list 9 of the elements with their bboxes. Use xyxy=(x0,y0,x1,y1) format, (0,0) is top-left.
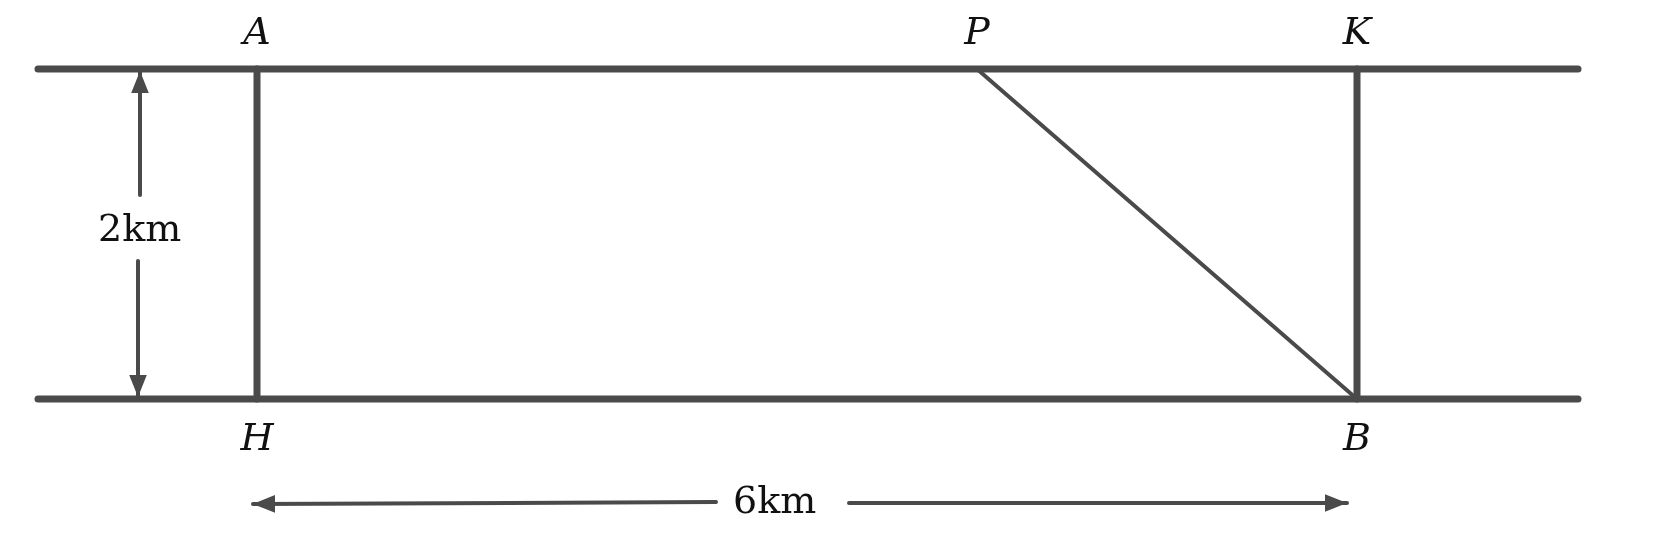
point-label: B xyxy=(1337,399,1377,457)
point-label: P xyxy=(957,11,997,69)
dimension-label: 2km xyxy=(98,206,182,250)
dimension-label: 6km xyxy=(733,478,817,522)
point-label: K xyxy=(1337,11,1377,69)
line-segment xyxy=(253,65,261,403)
line-segment xyxy=(1353,65,1361,403)
point-label: A xyxy=(237,11,277,69)
point-label: H xyxy=(237,399,277,457)
